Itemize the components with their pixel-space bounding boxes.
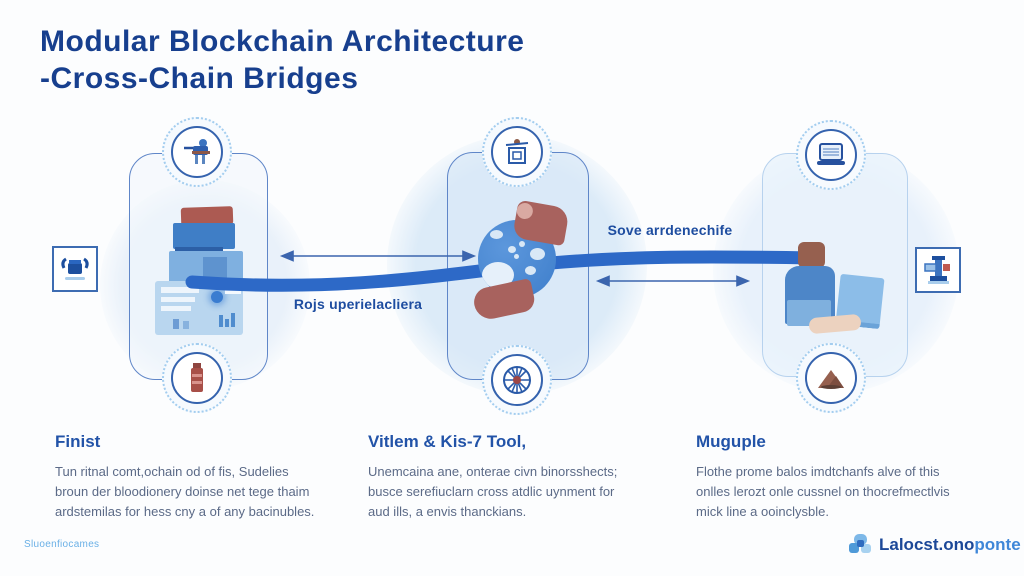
mini-bar — [219, 315, 223, 327]
globe-landmass — [514, 254, 519, 259]
page-title: Modular Blockchain Architecture -Cross-C… — [40, 24, 524, 97]
section-heading: Muguple — [696, 432, 766, 451]
mini-figure — [173, 319, 179, 329]
badge-ring — [491, 354, 543, 406]
footer-logo: Lalocst.onoponte — [846, 531, 1021, 559]
section-vitlem: Vitlem & Kis-7 Tool, Unemcaina ane, onte… — [368, 432, 688, 522]
logo-text-light: ponte — [974, 535, 1021, 554]
building-stripe — [175, 247, 223, 252]
building-window — [203, 257, 227, 279]
section-muguple: Muguple Flothe prome balos imdtchanfs al… — [696, 432, 1016, 522]
bridge-label-right: Sove arrdenechife — [607, 222, 733, 238]
wheel-icon — [503, 366, 531, 394]
building-upper-block — [173, 223, 235, 249]
badge-ring — [491, 126, 543, 178]
globe-landmass — [519, 241, 525, 247]
building-detail-row — [161, 306, 191, 311]
logo-text-dark: Lalocst.ono — [879, 535, 975, 554]
section-heading: Finist — [55, 432, 101, 451]
person-head — [798, 242, 825, 268]
laptop-icon — [817, 143, 845, 165]
badge-ring — [171, 352, 223, 404]
person-arm — [808, 313, 862, 335]
bridge-label-left: Rojs uperielacliera — [293, 296, 423, 312]
person-illustration — [783, 238, 888, 338]
badge-right-bottom — [796, 343, 866, 413]
building-detail-row — [161, 297, 195, 302]
globe-landmass — [490, 230, 503, 239]
badge-ring — [805, 129, 857, 181]
section-body: Unemcaina ane, onterae civn binorsshects… — [368, 464, 618, 520]
globe-landmass — [508, 246, 516, 253]
side-box-left — [52, 246, 98, 292]
glow-dot — [211, 291, 223, 303]
footer-watermark: Sluoenfiocames — [24, 539, 100, 550]
mini-bar — [225, 319, 229, 327]
worker-at-machine-icon — [184, 139, 210, 164]
side-box-right — [915, 247, 961, 293]
title-line-1: Modular Blockchain Architecture — [40, 25, 525, 58]
badge-center-top — [482, 117, 552, 187]
building-tag — [225, 285, 241, 294]
badge-ring — [171, 126, 223, 178]
red-bottle-icon — [191, 363, 203, 392]
section-finist: Finist Tun ritnal comt,ochain od of fis,… — [55, 432, 375, 522]
section-heading: Vitlem & Kis-7 Tool, — [368, 432, 527, 451]
section-body: Tun ritnal comt,ochain od of fis, Sudeli… — [55, 464, 315, 520]
globe-landmass — [530, 248, 545, 260]
mountain-icon — [818, 370, 844, 389]
section-body: Flothe prome balos imdtchanfs alve of th… — [696, 464, 950, 520]
mini-figure — [183, 321, 189, 329]
blockchain-node-illustration — [155, 205, 245, 335]
ballot-box-figure-icon — [505, 139, 529, 164]
badge-ring — [805, 352, 857, 404]
title-line-2: -Cross-Chain Bridges — [40, 61, 359, 95]
badge-left-top — [162, 117, 232, 187]
badge-left-bottom — [162, 343, 232, 413]
logo-puzzle-icon — [849, 534, 871, 553]
mini-bar — [231, 313, 235, 327]
basket-icon — [61, 257, 89, 280]
badge-right-top — [796, 120, 866, 190]
pump-machine-icon — [924, 256, 950, 284]
badge-center-bottom — [482, 345, 552, 415]
building-detail-row — [161, 287, 199, 293]
logo-text: Lalocst.onoponte — [879, 535, 1021, 555]
globe-landmass — [525, 266, 536, 275]
arc-highlight — [515, 201, 535, 221]
